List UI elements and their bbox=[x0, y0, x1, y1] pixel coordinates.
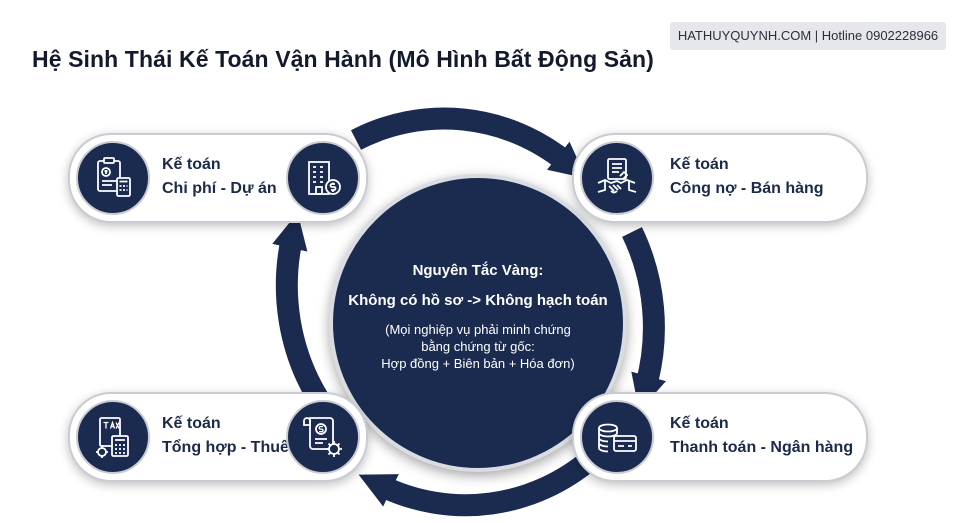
building-dollar-icon bbox=[286, 141, 360, 215]
coins-card-icon bbox=[580, 400, 654, 474]
card-receivables-sales: Kế toán Công nợ - Bán hàng bbox=[572, 133, 868, 223]
budget-calculator-icon bbox=[76, 141, 150, 215]
arrow-right bbox=[622, 227, 667, 412]
note-line-1: (Mọi nghiệp vụ phải minh chứng bbox=[385, 322, 571, 337]
card-general-tax-label: Kế toán Tổng hợp - Thuế bbox=[162, 412, 289, 460]
note-line-3: Hợp đồng + Biên bản + Hóa đơn) bbox=[381, 356, 575, 371]
arrow-left bbox=[272, 212, 328, 404]
golden-rule-heading: Nguyên Tắc Vàng: bbox=[412, 262, 544, 279]
handshake-contract-icon bbox=[580, 141, 654, 215]
tax-calculator-icon bbox=[76, 400, 150, 474]
card-general-tax: Kế toán Tổng hợp - Thuế bbox=[68, 392, 368, 482]
arrow-bottom bbox=[358, 449, 600, 517]
card-title: Kế toán bbox=[162, 415, 221, 432]
arrow-top-right bbox=[350, 107, 587, 179]
card-receivables-sales-label: Kế toán Công nợ - Bán hàng bbox=[670, 153, 824, 201]
golden-rule-text: Không có hồ sơ -> Không hạch toán bbox=[348, 292, 608, 309]
brand-hotline-banner: HATHUYQUYNH.COM | Hotline 0902228966 bbox=[670, 22, 946, 50]
card-title: Kế toán bbox=[670, 156, 729, 173]
golden-rule-note: (Mọi nghiệp vụ phải minh chứng bằng chứn… bbox=[353, 321, 603, 372]
card-payment-banking-label: Kế toán Thanh toán - Ngân hàng bbox=[670, 412, 853, 460]
card-cost-project: Kế toán Chi phí - Dự án bbox=[68, 133, 368, 223]
card-subtitle: Tổng hợp - Thuế bbox=[162, 439, 289, 456]
card-subtitle: Chi phí - Dự án bbox=[162, 180, 277, 197]
card-subtitle: Thanh toán - Ngân hàng bbox=[670, 439, 854, 456]
card-title: Kế toán bbox=[162, 156, 221, 173]
card-cost-project-label: Kế toán Chi phí - Dự án bbox=[162, 153, 277, 201]
card-payment-banking: Kế toán Thanh toán - Ngân hàng bbox=[572, 392, 868, 482]
card-subtitle: Công nợ - Bán hàng bbox=[670, 180, 824, 197]
card-title: Kế toán bbox=[670, 415, 729, 432]
document-dollar-gear-icon bbox=[286, 400, 360, 474]
cycle-arrows bbox=[272, 107, 667, 517]
note-line-2: bằng chứng từ gốc: bbox=[421, 339, 535, 354]
page-title: Hệ Sinh Thái Kế Toán Vận Hành (Mô Hình B… bbox=[32, 46, 654, 72]
